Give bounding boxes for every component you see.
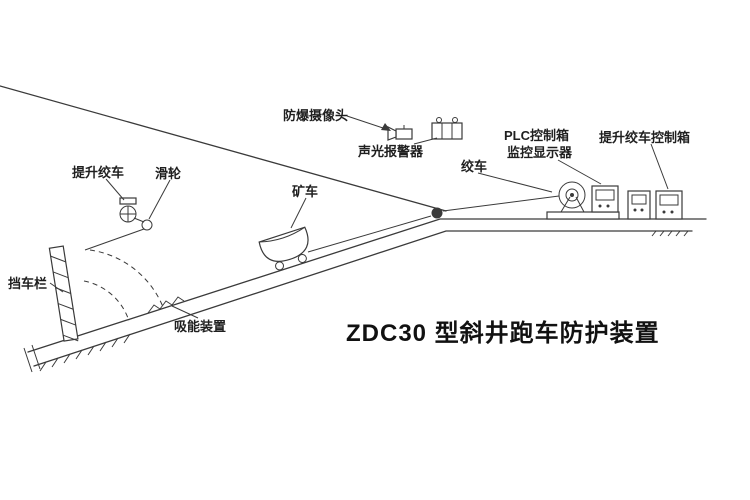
track-end-tick [23, 347, 33, 373]
label-pulley: 滑轮 [155, 166, 181, 181]
energy-absorber-device [147, 296, 185, 314]
car-barrier-post [48, 245, 79, 342]
leader-winch [477, 172, 553, 193]
hoist-winch [119, 197, 137, 223]
label-mine-car: 矿车 [292, 184, 318, 199]
leader-mine-car [290, 197, 307, 229]
head-sheave [431, 207, 443, 219]
barrier-swing-arc-inner [83, 280, 130, 322]
winch [546, 181, 620, 220]
leader-alarm [413, 137, 438, 145]
leader-barrier [49, 282, 64, 293]
label-camera: 防爆摄像头 [283, 108, 348, 123]
hoist-control-cabinet [651, 190, 689, 237]
diagram-title: ZDC30 型斜井跑车防护装置 [346, 319, 660, 347]
leader-hoist-control-box [650, 143, 669, 190]
label-car-barrier: 挡车栏 [8, 276, 47, 291]
plc-cabinet [627, 190, 651, 220]
label-hoist-winch: 提升绞车 [72, 165, 124, 180]
mine-car-wheel [275, 261, 285, 271]
mine-car-wheel [297, 254, 307, 264]
pulley-wheel [141, 219, 153, 231]
shaft-roof-line [0, 85, 447, 212]
leader-camera-arrowhead [381, 123, 391, 131]
label-monitor: 监控显示器 [507, 145, 573, 160]
label-winch: 绞车 [461, 159, 487, 174]
rail-bottom-line [33, 230, 693, 367]
label-alarm: 声光报警器 [357, 144, 424, 159]
mine-car [258, 226, 309, 271]
label-energy-absorber: 吸能装置 [174, 319, 226, 334]
haul-rope-platform [442, 195, 560, 212]
monitor-screen [595, 189, 615, 201]
leader-lines [49, 115, 669, 319]
camera-icon [387, 125, 413, 141]
label-hoist-control-box: 提升绞车控制箱 [599, 130, 690, 145]
leader-energy-absorber [171, 305, 199, 319]
leader-pulley [148, 179, 171, 220]
leader-hoist-winch [105, 178, 125, 201]
hoist-rope-to-barrier [84, 228, 145, 251]
haul-rope-incline [307, 215, 432, 253]
label-plc-box: PLC控制箱 [504, 128, 569, 143]
hoist-rope-upper [133, 217, 145, 223]
barrier-swing-arc-outer [89, 249, 164, 308]
winch-drum [558, 181, 586, 209]
leader-monitor [557, 159, 602, 185]
track-end-tick [31, 344, 41, 370]
incline-hatching [39, 333, 131, 372]
alarm-icon [431, 117, 463, 140]
leader-camera [346, 115, 390, 131]
